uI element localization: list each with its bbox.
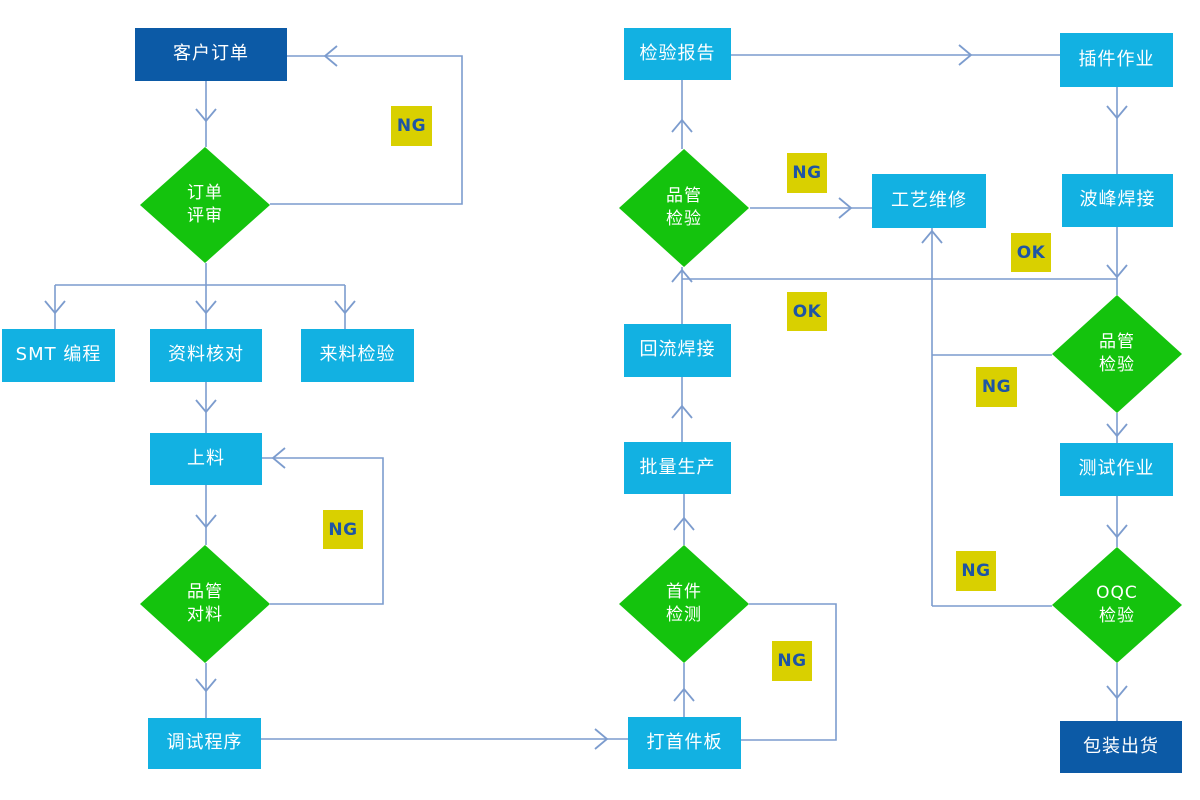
- node-reflow-soldering: 回流焊接: [624, 324, 731, 377]
- node-component-insertion: 插件作业: [1060, 33, 1173, 87]
- node-test-operation: 测试作业: [1060, 443, 1173, 496]
- node-debug-program: 调试程序: [148, 718, 261, 769]
- edge-label-ng-order-review: NG: [391, 106, 432, 146]
- node-process-repair: 工艺维修: [872, 174, 986, 228]
- node-first-board: 打首件板: [628, 717, 741, 769]
- edge-label-ok-wave-qc: OK: [1011, 233, 1051, 272]
- node-smt-programming: SMT 编程: [2, 329, 115, 382]
- edge-label-ok-reflow-qc: OK: [787, 292, 827, 331]
- edge-label-ng-oqc: NG: [956, 551, 996, 591]
- node-material-loading: 上料: [150, 433, 262, 485]
- node-incoming-inspection: 来料检验: [301, 329, 414, 382]
- node-packing-shipping: 包装出货: [1060, 721, 1182, 773]
- node-customer-order: 客户订单: [135, 28, 287, 81]
- node-wave-soldering: 波峰焊接: [1062, 174, 1173, 227]
- node-data-verification: 资料核对: [150, 329, 262, 382]
- node-mass-production: 批量生产: [624, 442, 731, 494]
- edge-label-ng-qc-dip: NG: [976, 367, 1017, 407]
- edge-label-ng-qc-smt: NG: [787, 153, 827, 193]
- edge-label-ng-first-article: NG: [772, 641, 812, 681]
- edge-label-ng-qc-material: NG: [323, 510, 363, 549]
- node-inspection-report: 检验报告: [624, 28, 731, 80]
